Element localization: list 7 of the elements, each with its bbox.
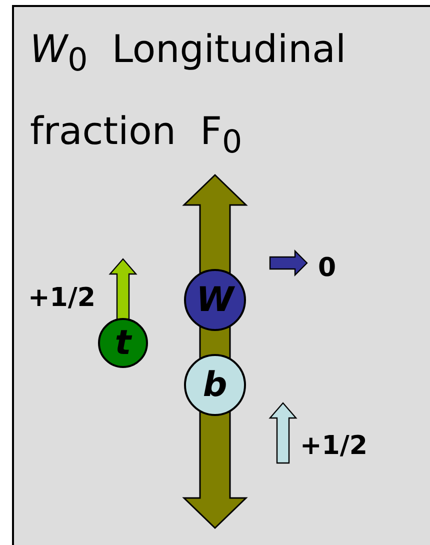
title: W$_{0}$ Longitudinal fraction F$_{0}$ — [30, 26, 347, 162]
particle-symbol: W — [196, 280, 234, 320]
spin-value: +1/2 — [300, 431, 368, 461]
particle-symbol: t — [114, 323, 132, 363]
spin-value: +1/2 — [28, 283, 96, 313]
particle-symbol: b — [202, 365, 228, 405]
spin-value: 0 — [318, 253, 336, 283]
